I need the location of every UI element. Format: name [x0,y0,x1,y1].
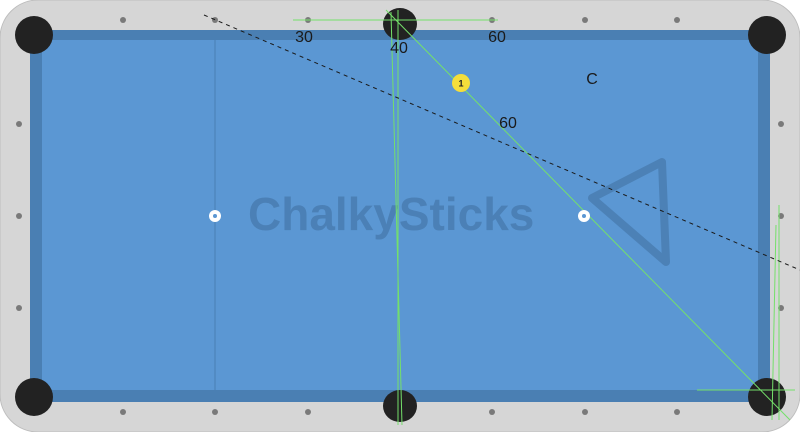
pocket-top-right [748,16,786,54]
pocket-bottom-middle [383,390,417,422]
angle-label-30: 30 [295,29,313,46]
rail-diamonds [16,17,784,415]
diamond [489,409,495,415]
bottom-right-guide-angled [771,224,777,421]
diamond [16,121,22,127]
diamond [212,409,218,415]
diamond [120,409,126,415]
diamond [120,17,126,23]
diamond [16,213,22,219]
pocket-bottom-left [15,378,53,416]
center-angled-guide [390,11,403,426]
rack-triangle-icon [588,158,670,266]
point-label-c: C [586,71,598,88]
angle-label-60-mid: 60 [499,115,517,132]
head-spot [209,210,221,222]
diamond [778,121,784,127]
ball-number: 1 [458,79,463,89]
diamond [674,409,680,415]
diamond [16,305,22,311]
angle-label-40: 40 [390,40,408,57]
diamond [582,409,588,415]
foot-spot [578,210,590,222]
watermark-logo: ChalkySticks [248,188,534,240]
diamond [674,17,680,23]
diamond [305,409,311,415]
angle-label-60-top: 60 [488,29,506,46]
pocket-top-left [15,16,53,54]
diamond [582,17,588,23]
diamond [212,17,218,23]
object-ball-1[interactable]: 1 [452,74,470,92]
